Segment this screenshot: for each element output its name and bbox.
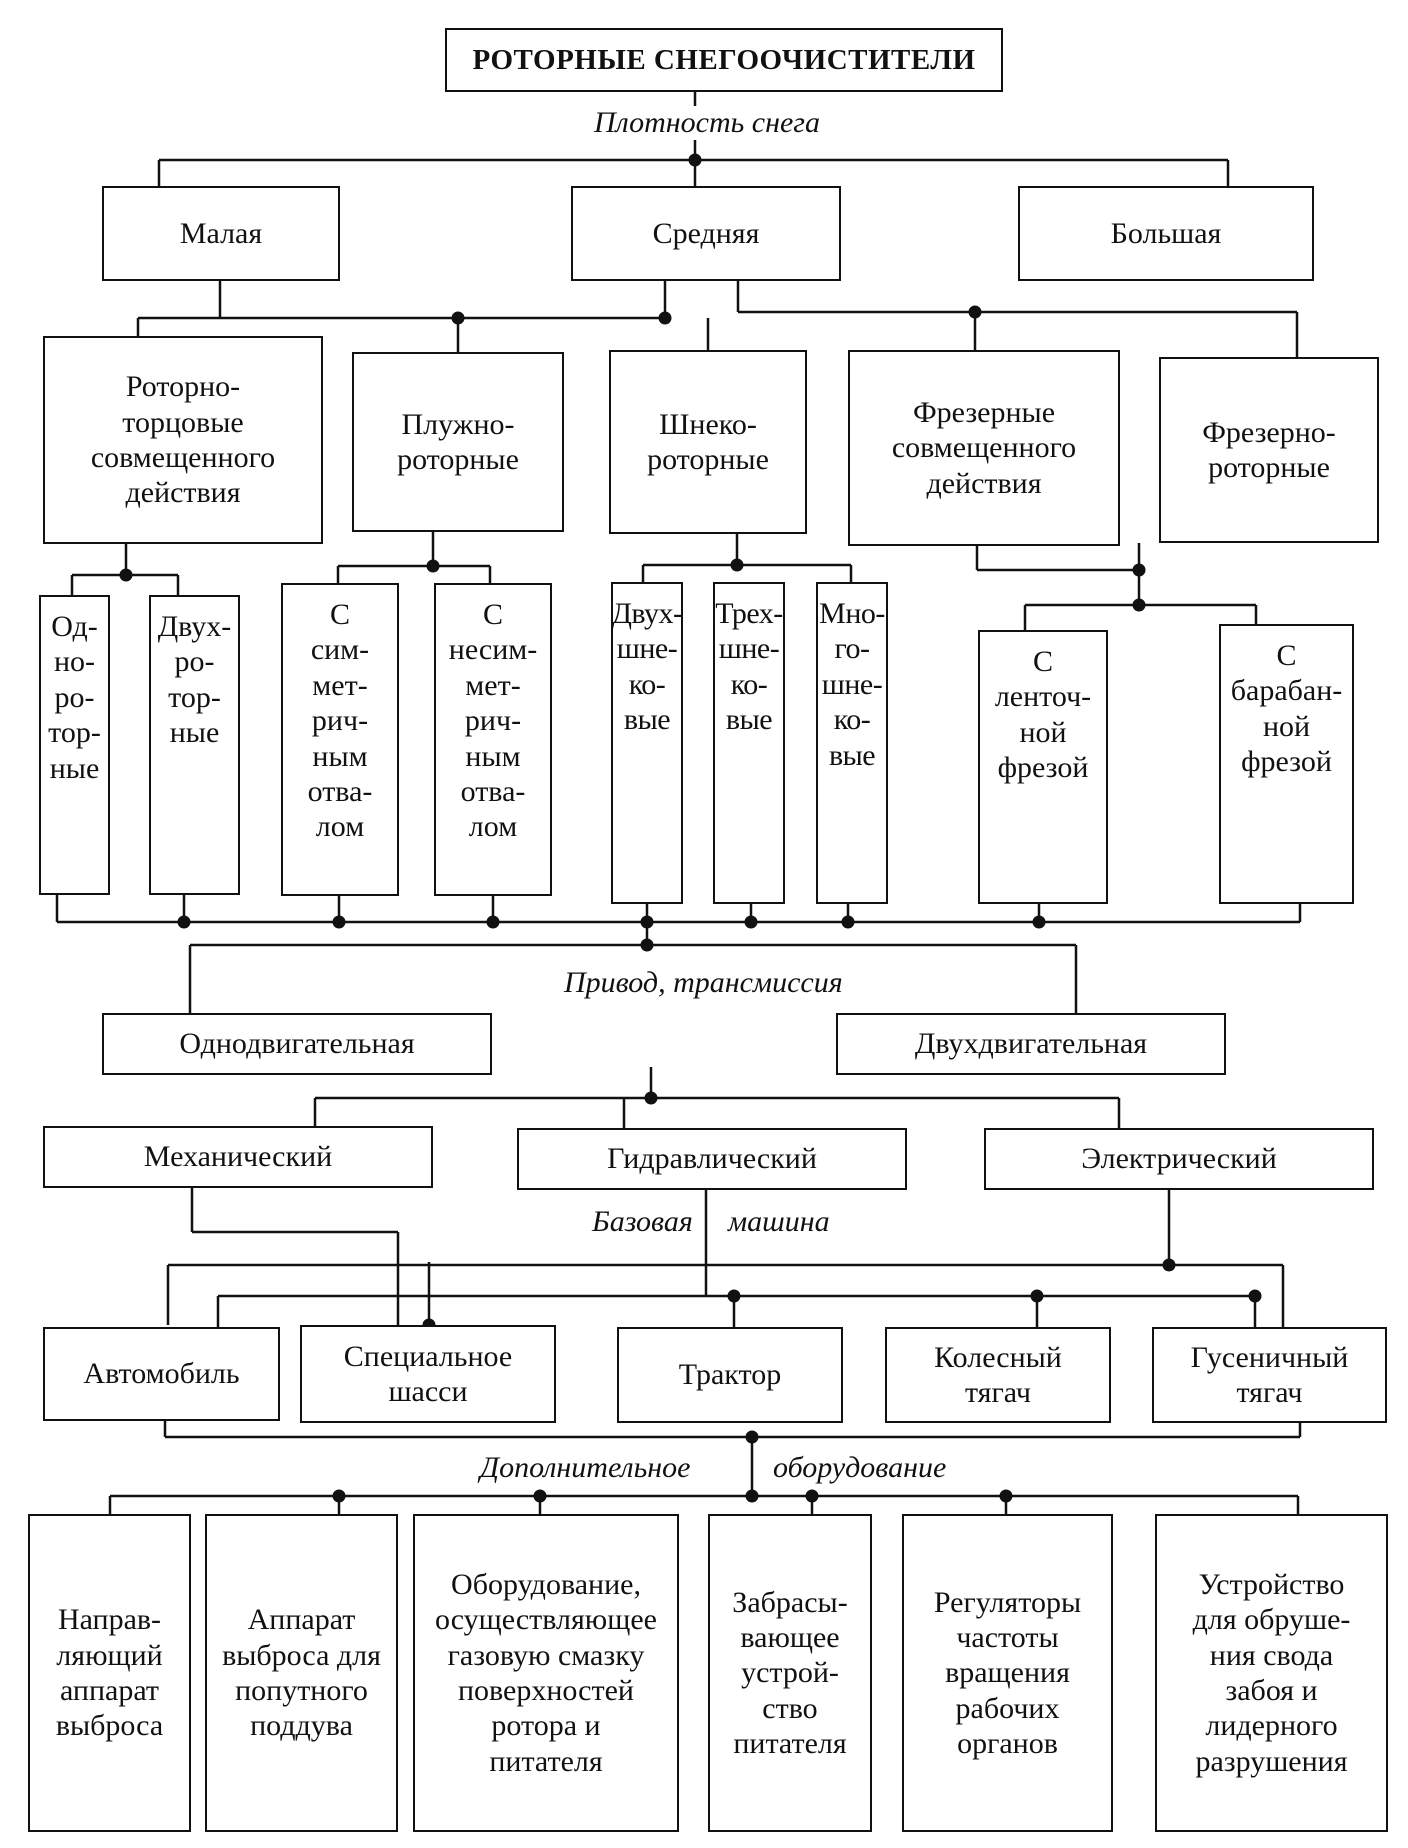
- junction-dot: [1030, 1289, 1044, 1303]
- junction-dot: [688, 153, 702, 167]
- engine-single: Однодвигательная: [102, 1013, 492, 1075]
- engine-double: Двухдвигательная: [836, 1013, 1226, 1075]
- equipment-regulators: Регуляторы частоты вращения рабочих орга…: [902, 1514, 1113, 1832]
- subtype-double-rotor: Двух- ро- тор- ные: [149, 595, 240, 895]
- density-low: Малая: [102, 186, 340, 281]
- transmission-hydraulic: Гидравлический: [517, 1128, 907, 1190]
- junction-dot: [841, 915, 855, 929]
- junction-dot: [332, 1489, 346, 1503]
- transmission-mechanical: Механический: [43, 1126, 433, 1188]
- subtype-three-auger: Трех- шне- ко- вые: [713, 582, 785, 904]
- junction-dot: [744, 915, 758, 929]
- subtype-two-auger: Двух- шне- ко- вые: [611, 582, 683, 904]
- junction-dot: [426, 559, 440, 573]
- junction-dot: [119, 568, 133, 582]
- junction-dot: [640, 915, 654, 929]
- density-medium: Средняя: [571, 186, 841, 281]
- subtype-multi-auger: Мно- го- шне- ко- вые: [816, 582, 888, 904]
- junction-dot: [658, 311, 672, 325]
- equipment-collapse: Устройство для обруше- ния свода забоя и…: [1155, 1514, 1388, 1832]
- density-high: Большая: [1018, 186, 1314, 281]
- subtype-single-rotor: Од- но- ро- тор- ные: [39, 595, 110, 895]
- junction-dot: [1132, 598, 1146, 612]
- subtype-asymmetric: С несим- мет- рич- ным отва- лом: [434, 583, 552, 896]
- junction-dot: [968, 305, 982, 319]
- junction-dot: [805, 1489, 819, 1503]
- junction-dot: [533, 1489, 547, 1503]
- label-extra-b: оборудование: [769, 1451, 951, 1485]
- junction-dot: [1162, 1258, 1176, 1272]
- subtype-belt-mill: С ленточ- ной фрезой: [978, 630, 1108, 904]
- junction-dot: [640, 938, 654, 952]
- junction-dot: [745, 1489, 759, 1503]
- junction-dot: [451, 311, 465, 325]
- equipment-thrower: Забрасы- вающее устрой- ство питателя: [708, 1514, 872, 1832]
- label-base-machine-a: Базовая: [588, 1205, 697, 1239]
- equipment-gas-lube: Оборудование, осуществляющее газовую сма…: [413, 1514, 679, 1832]
- label-drive: Привод, трансмиссия: [560, 966, 847, 1000]
- base-tractor: Трактор: [617, 1327, 843, 1423]
- subtype-drum-mill: С барабан- ной фрезой: [1219, 624, 1354, 904]
- base-tracked-tractor: Гусеничный тягач: [1152, 1327, 1387, 1423]
- label-extra-a: Дополнительное: [476, 1451, 695, 1485]
- equipment-guide: Направ- ляющий аппарат выброса: [28, 1514, 191, 1832]
- diagram-title: РОТОРНЫЕ СНЕГООЧИСТИТЕЛИ: [445, 28, 1003, 92]
- base-wheeled-tractor: Колесный тягач: [885, 1327, 1111, 1423]
- type-auger-rotor: Шнеко- роторные: [609, 350, 807, 534]
- type-plow-rotor: Плужно- роторные: [352, 352, 564, 532]
- junction-dot: [332, 915, 346, 929]
- junction-dot: [644, 1091, 658, 1105]
- junction-dot: [1132, 563, 1146, 577]
- type-milling-rotor: Фрезерно- роторные: [1159, 357, 1379, 543]
- junction-dot: [745, 1430, 759, 1444]
- junction-dot: [177, 915, 191, 929]
- junction-dot: [1032, 915, 1046, 929]
- label-base-machine-b: машина: [724, 1205, 834, 1239]
- junction-dot: [727, 1289, 741, 1303]
- subtype-symmetric: С сим- мет- рич- ным отва- лом: [281, 583, 399, 896]
- transmission-electric: Электрический: [984, 1128, 1374, 1190]
- type-rotor-face: Роторно- торцовые совмещенного действия: [43, 336, 323, 544]
- equipment-blowoff: Аппарат выброса для попутного поддува: [205, 1514, 398, 1832]
- type-milling-combined: Фрезерные совмещенного действия: [848, 350, 1120, 546]
- label-snow-density: Плотность снега: [590, 106, 825, 140]
- base-car: Автомобиль: [43, 1327, 280, 1421]
- junction-dot: [999, 1489, 1013, 1503]
- junction-dot: [486, 915, 500, 929]
- junction-dot: [1248, 1289, 1262, 1303]
- junction-dot: [730, 558, 744, 572]
- base-special-chassis: Специальное шасси: [300, 1325, 556, 1423]
